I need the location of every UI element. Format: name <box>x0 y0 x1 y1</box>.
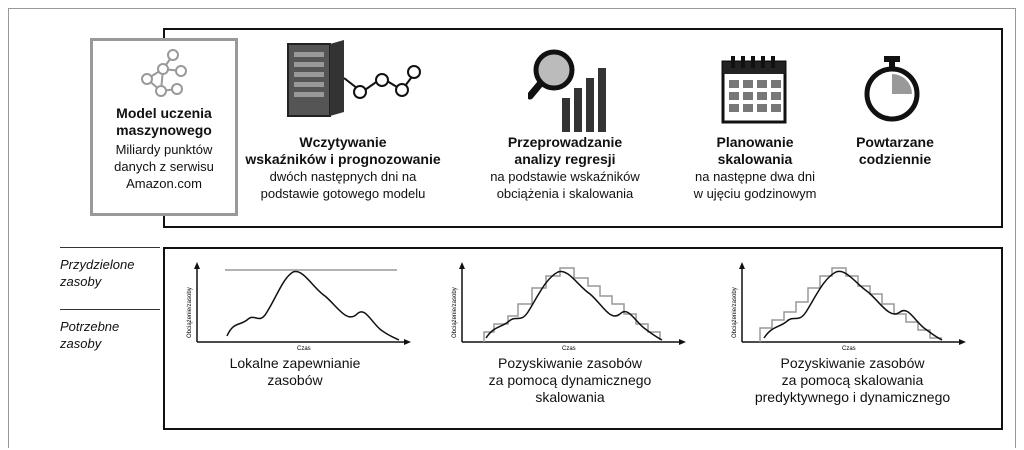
step-title: Przeprowadzanie analizy regresji <box>507 134 623 167</box>
step-subtitle: na podstawie wskaźników obciążenia i ska… <box>490 169 640 201</box>
step-title: Wczytywanie wskaźników i prognozowanie <box>245 134 441 167</box>
stopwatch-icon <box>864 56 920 122</box>
step-scaling-plan: Planowanie skalowania na następne dwa dn… <box>670 134 840 202</box>
chart-xlabel: Czas <box>562 346 576 352</box>
chart-xlabel: Czas <box>842 346 856 352</box>
model-subtitle: Miliardy punktów danych z serwisu Amazon… <box>114 142 214 191</box>
chart-caption: Pozyskiwanie zasobów za pomocą skalowani… <box>754 355 951 405</box>
chart-ylabel: Obciążenie/zasoby <box>187 287 193 338</box>
step-subtitle: na następne dwa dni w ujęciu godzinowym <box>693 169 817 201</box>
step-title: Powtarzane codziennie <box>856 134 934 167</box>
chart-ylabel: Obciążenie/zasoby <box>732 287 738 338</box>
magnifier-bar-chart-icon <box>528 49 606 132</box>
load-curve <box>485 270 663 341</box>
step-repeat-daily: Powtarzane codziennie <box>840 134 950 168</box>
charts-frame <box>163 247 1003 430</box>
allocated-resources-steps <box>483 267 661 342</box>
chart-ylabel: Obciążenie/zasoby <box>452 287 458 338</box>
chart-xlabel: Czas <box>297 346 311 352</box>
legend-top-rule <box>60 247 160 248</box>
calendar-icon <box>721 56 787 124</box>
step-title: Planowanie skalowania <box>716 134 794 167</box>
legend-allocated: Przydzielone zasoby <box>60 257 135 289</box>
load-curve <box>226 270 400 341</box>
legend-needed: Potrzebne zasoby <box>60 319 120 351</box>
chart-caption: Pozyskiwanie zasobów za pomocą dynamiczn… <box>488 355 652 405</box>
figure-outer-frame <box>8 8 1016 448</box>
chart-local-provisioning: Obciążenie/zasoby Czas <box>187 262 411 352</box>
network-nodes-icon <box>141 49 187 97</box>
step-regression: Przeprowadzanie analizy regresji na pods… <box>465 134 665 202</box>
step-subtitle: dwóch następnych dni na podstawie gotowe… <box>260 169 426 201</box>
step-load-forecast: Wczytywanie wskaźników i prognozowanie d… <box>233 134 453 202</box>
allocated-resources-steps <box>759 267 942 342</box>
model-title: Model uczenia maszynowego <box>116 105 212 138</box>
load-curve <box>763 270 943 341</box>
chart-caption: Lokalne zapewnianie zasobów <box>229 355 361 388</box>
chart-predictive-dynamic-scaling: Obciążenie/zasoby Czas <box>732 262 966 352</box>
legend-divider <box>60 309 160 310</box>
server-network-icon <box>287 40 421 117</box>
ml-model-box: Model uczenia maszynowego Miliardy punkt… <box>90 38 238 216</box>
chart-dynamic-scaling: Obciążenie/zasoby Czas <box>452 262 686 352</box>
